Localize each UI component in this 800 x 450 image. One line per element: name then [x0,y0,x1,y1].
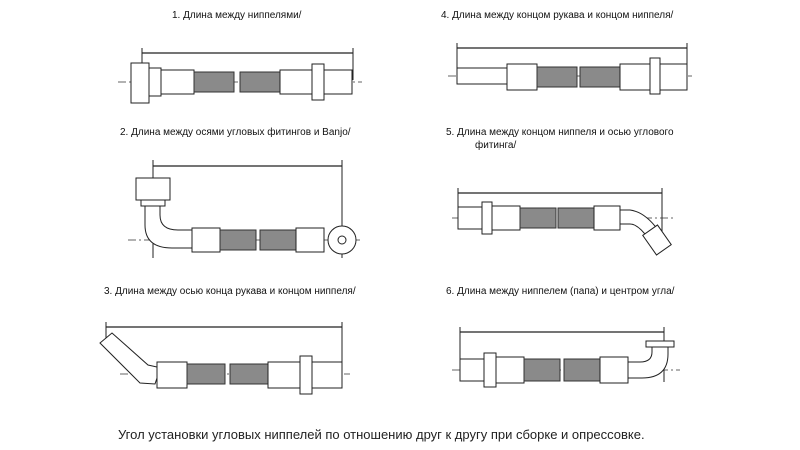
hex-nut [483,352,497,388]
diagram-3-label: 3. Длина между осью конца рукава и концо… [104,286,356,297]
hose-segment [519,207,557,229]
hose-segment [186,363,226,385]
diagram-6-drawing [452,327,680,388]
ferrule [191,227,221,253]
ferrule [599,356,629,384]
hose-segment [523,358,561,382]
ferrule [160,69,195,95]
diagram-6-label: 6. Длина между ниппелем (папа) и центром… [446,286,675,297]
hose-segment [579,66,621,88]
diagram-5-label-line2: фитинга/ [475,140,517,151]
swivel-nut [642,224,672,256]
hex-nut [299,355,313,395]
banjo-bolt-hole [337,235,347,245]
elbow-90-flange [627,345,669,379]
nipple-end [659,63,688,91]
nut-collar [140,199,166,207]
ferrule [267,361,301,389]
diagram-3-drawing [99,322,350,395]
hex-nut [481,201,493,235]
diagram-5-label: 5. Длина между концом ниппеля и осью угл… [446,127,674,138]
ferrule [491,205,521,231]
diagram-2-label: 2. Длина между осями угловых фитингов и … [120,127,351,138]
ferrule [593,205,621,231]
banjo-fitting [327,225,357,255]
hose-segment [563,358,601,382]
nipple-end [323,69,353,95]
ferrule [156,361,188,389]
hose-segment [229,363,269,385]
nipple-end-male [459,358,485,382]
hose-segment [259,229,297,251]
hose-segment [536,66,578,88]
hose-segment [557,207,595,229]
diagram-1-label: 1. Длина между ниппелями/ [172,10,302,21]
hex-nut [649,57,661,95]
hose-segment [239,71,281,93]
ferrule [295,227,325,253]
hex-nut [311,63,325,101]
ferrule [506,63,538,91]
flange-head [645,340,675,348]
elbow-90 [144,205,193,249]
diagram-4-label: 4. Длина между концом рукава и концом ни… [441,10,674,21]
diagram-1-drawing [118,48,362,104]
hose-segment [193,71,235,93]
ferrule [619,63,651,91]
nipple-end [311,361,343,389]
diagram-4-drawing [448,43,692,95]
footer-caption: Угол установки угловых ниппелей по отнош… [118,427,645,442]
nut-fitting [130,62,150,104]
ferrule [495,356,525,384]
nipple-end [457,206,483,230]
swivel-nut [135,177,171,201]
ferrule [279,69,313,95]
hose-segment [219,229,257,251]
diagram-5-drawing [452,188,676,256]
elbow-45-tube [99,332,158,385]
nipple-collar [148,67,162,97]
diagram-2-drawing [128,160,360,258]
hose-end-tube [456,67,508,85]
